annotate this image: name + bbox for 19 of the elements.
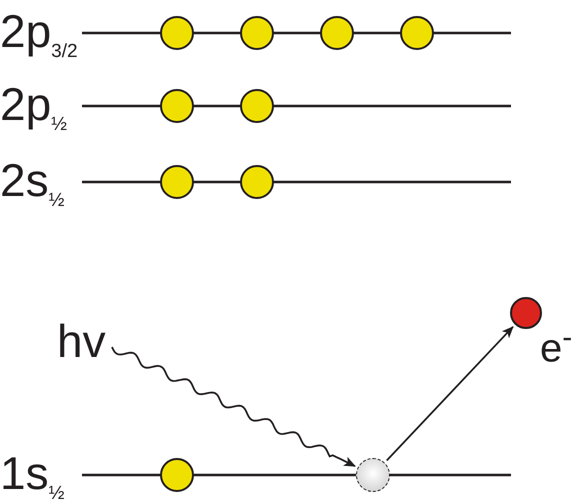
electron-circle — [400, 16, 434, 50]
ejected-electron-circle — [510, 297, 542, 329]
electron-circle — [160, 89, 194, 123]
electron-symbol: e$^{-}$ — [540, 320, 572, 372]
photon-label: hv — [57, 318, 106, 364]
photon-wavy-arrow — [111, 346, 356, 467]
electron-circle — [320, 16, 354, 50]
electron-circle — [160, 16, 194, 50]
electron-circle — [240, 165, 274, 199]
energy-level-label: 1s$_{½}$ — [0, 450, 64, 504]
energy-level-label: 2p$_{½}$ — [0, 81, 68, 137]
electron-circle — [240, 89, 274, 123]
arrow — [386, 326, 514, 462]
vacancy-circle — [356, 458, 390, 492]
energy-level-label: 2p$_{3/2}$ — [0, 8, 78, 64]
electron-circle — [160, 165, 194, 199]
electron-circle — [160, 458, 194, 492]
energy-level-label: 2s$_{½}$ — [0, 157, 64, 213]
electron-circle — [240, 16, 274, 50]
